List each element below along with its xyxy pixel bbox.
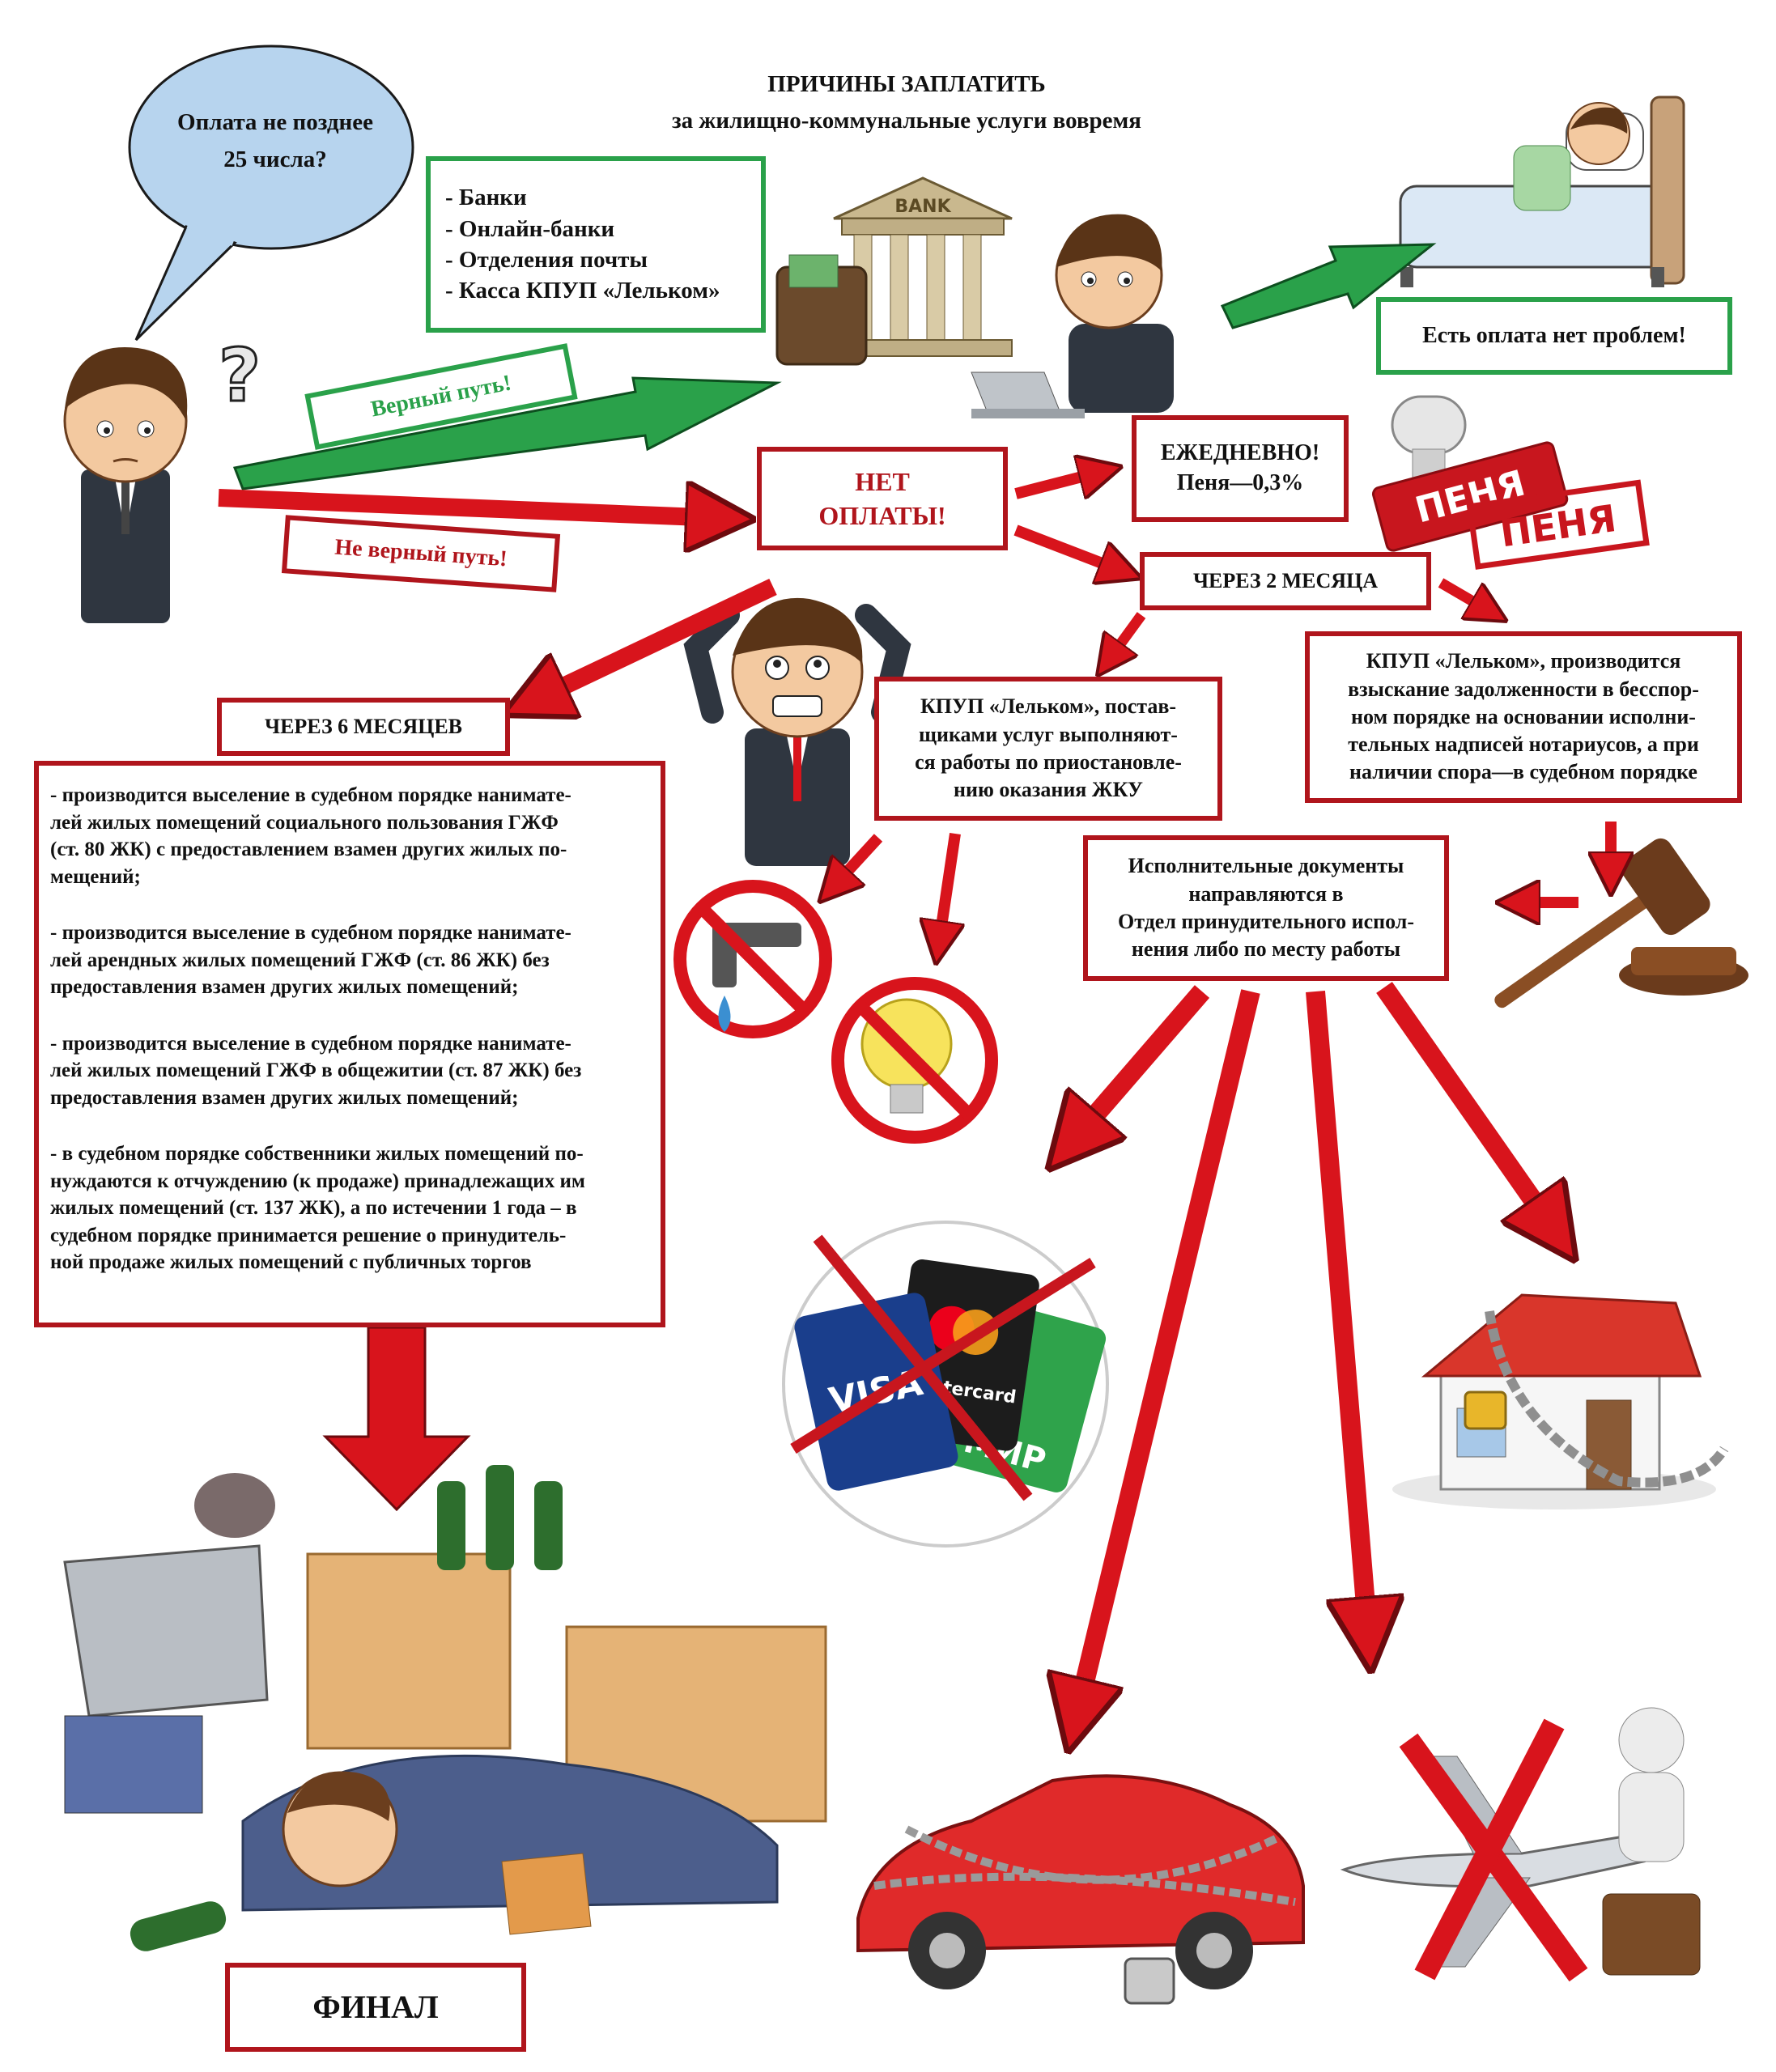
gavel-icon xyxy=(1494,838,1748,1008)
title-line-1: ПРИЧИНЫ ЗАПЛАТИТЬ xyxy=(767,71,1046,97)
daily-penalty-title: ЕЖЕДНЕВНО! xyxy=(1160,440,1320,466)
debt-collection-box: КПУП «Лельком», производится взыскание з… xyxy=(1305,631,1742,803)
page-title: ПРИЧИНЫ ЗАПЛАТИТЬ за жилищно-коммунальны… xyxy=(518,66,1295,139)
daily-penalty-box: ЕЖЕДНЕВНО! Пеня—0,3% xyxy=(1132,415,1349,522)
enforcement-documents-box: Исполнительные документы направляются в … xyxy=(1083,835,1449,981)
sleeping-person-icon xyxy=(1399,96,1685,287)
panicked-man-icon xyxy=(683,597,911,866)
after-2-months-box: ЧЕРЕЗ 2 МЕСЯЦА xyxy=(1140,552,1431,610)
eviction-item: - производится выселение в судебном поря… xyxy=(50,922,571,998)
down-arrow-to-final xyxy=(322,1326,471,1512)
daily-penalty-rate: Пеня—0,3% xyxy=(1176,470,1304,495)
payment-place-item: - Касса КПУП «Лельком» xyxy=(445,278,720,304)
eviction-item: - производится выселение в судебном поря… xyxy=(50,1032,582,1109)
payment-place-item: - Банки xyxy=(445,185,527,211)
after-6-months-box: ЧЕРЕЗ 6 МЕСЯЦЕВ xyxy=(217,698,510,756)
blocked-cards-icon: МИР mastercard VISA xyxy=(782,1221,1109,1548)
title-line-2: за жилищно-коммунальные услуги вовремя xyxy=(671,107,1141,134)
bank-icon xyxy=(775,176,1013,366)
eviction-item: - в судебном порядке собственники жилых … xyxy=(50,1143,585,1273)
speech-bubble-shape xyxy=(128,45,414,342)
eviction-consequences-box: - производится выселение в судебном поря… xyxy=(34,761,665,1327)
speech-bubble-text: Оплата не позднее 25 числа? xyxy=(177,109,373,173)
final-box: ФИНАЛ xyxy=(225,1963,526,2052)
no-problem-box: Есть оплата нет проблем! xyxy=(1376,297,1732,375)
bank-sign: BANK xyxy=(894,197,951,217)
chained-house-icon xyxy=(1392,1293,1729,1509)
payment-places-box: - Банки - Онлайн-банки - Отделения почты… xyxy=(426,156,766,333)
eviction-item: - производится выселение в судебном поря… xyxy=(50,784,571,888)
payment-place-item: - Онлайн-банки xyxy=(445,215,615,242)
no-payment-box: НЕТ ОПЛАТЫ! xyxy=(757,447,1008,550)
chained-car-icon xyxy=(856,1774,1305,2005)
green-arrows xyxy=(232,243,1437,490)
service-suspension-box: КПУП «Лельком», постав- щиками услуг вып… xyxy=(874,677,1222,821)
homeless-person-icon xyxy=(63,1465,827,1951)
question-mark-icon: ? xyxy=(219,333,261,418)
no-travel-icon xyxy=(1340,1707,1701,1982)
no-light-icon xyxy=(831,977,998,1144)
man-with-laptop-icon xyxy=(971,214,1174,418)
payment-place-item: - Отделения почты xyxy=(445,247,648,273)
thinking-man-icon xyxy=(63,346,188,623)
stamp-icon: ПЕНЯ ПЕНЯ xyxy=(1371,395,1650,570)
no-water-icon xyxy=(673,880,832,1038)
red-arrows xyxy=(218,472,1611,1716)
